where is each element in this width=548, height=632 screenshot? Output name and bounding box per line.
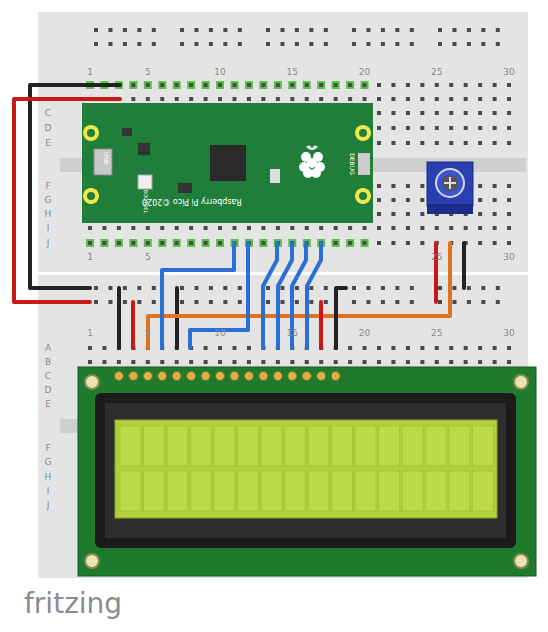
breadboard-index: 10 [214,68,225,77]
watermark: fritzing [24,590,122,618]
breadboard-index: 1 [87,253,93,262]
board-label: DEBUG [349,153,355,175]
breadboard-index: H [45,473,52,482]
breadboard-index: 25 [431,68,442,77]
board-label: USB [103,152,109,164]
breadboard-index: J [47,501,50,510]
breadboard-index: 15 [287,68,298,77]
breadboard-index: 10 [214,329,225,338]
breadboard-index: 5 [145,68,151,77]
breadboard-index: 15 [287,329,298,338]
board-label: Raspberry Pi Pico ©2020 [142,197,242,205]
breadboard-index: 20 [359,329,370,338]
breadboard-bottom [38,275,528,578]
breadboard-index: I [47,487,50,496]
lcd-header [114,372,340,381]
breadboard-index: 5 [145,329,151,338]
wires [14,85,464,348]
breadboard-index: J [47,239,50,248]
breadboard-index: C [45,372,51,381]
breadboard-index: 1 [87,68,93,77]
breadboard-index: B [45,358,51,367]
breadboard-index: 1 [87,329,93,338]
breadboard-index: A [45,344,51,353]
breadboard-top [38,12,528,272]
breadboard-index: F [45,182,50,191]
breadboard-index: 20 [359,68,370,77]
breadboard-index: 25 [431,253,442,262]
breadboard-index: 30 [503,329,514,338]
lcd-module [78,367,536,576]
breadboard-index: E [45,139,51,148]
breadboard-index: D [45,386,52,395]
pico-board: USBBOOTSELRaspberry Pi Pico ©2020DEBUG [82,103,373,223]
breadboard-index: 25 [431,329,442,338]
breadboard-index: 5 [145,253,151,262]
breadboard-index: 30 [503,253,514,262]
breadboard-index: C [45,109,51,118]
breadboard-index: G [45,196,52,205]
breadboard-index: F [45,444,50,453]
breadboard-index: I [47,224,50,233]
breadboard-index: 30 [503,68,514,77]
breadboard-index: G [45,458,52,467]
pico-details [82,103,373,223]
breadboard-index: D [45,124,52,133]
breadboard-index: E [45,400,51,409]
potentiometer [427,162,473,214]
breadboard-index: H [45,210,52,219]
